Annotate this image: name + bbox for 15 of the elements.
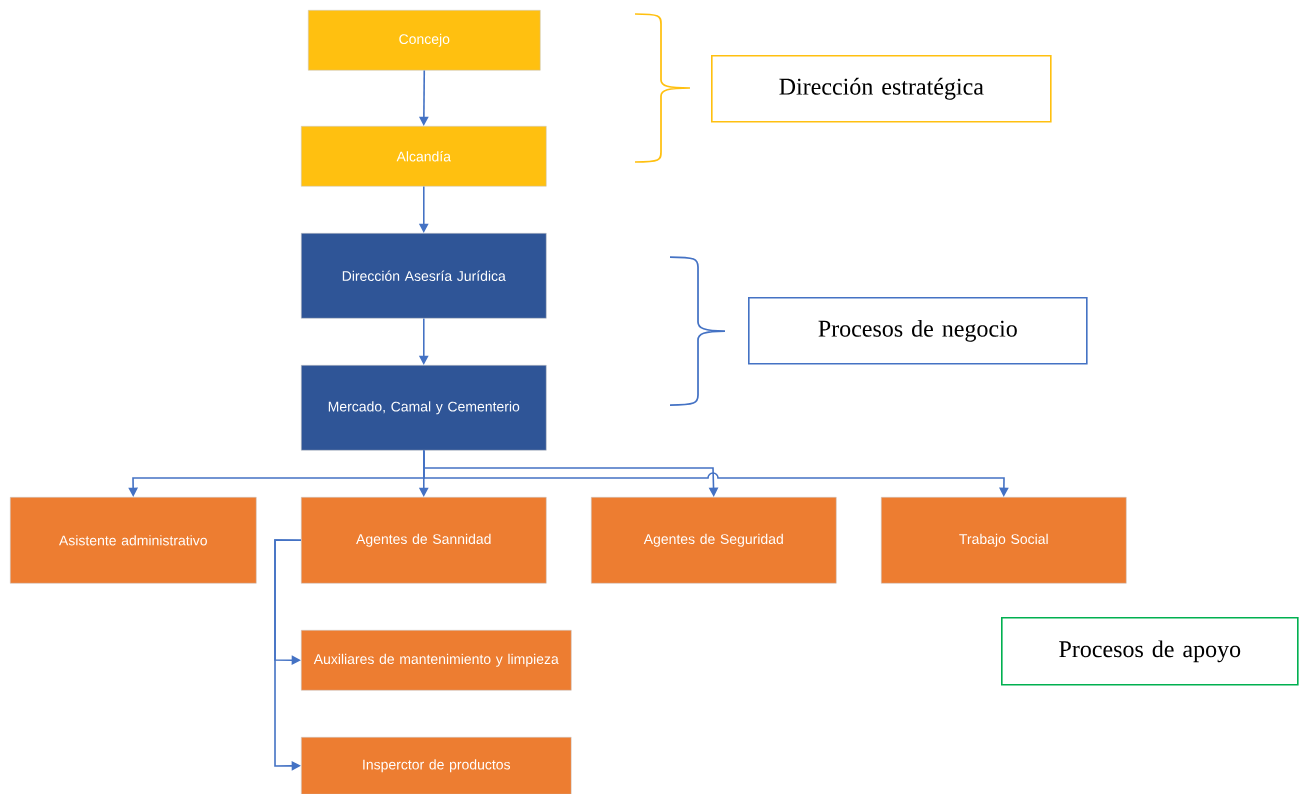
process-box: Auxiliares de mantenimiento y limpieza	[301, 630, 572, 691]
process-box: Alcandía	[301, 126, 547, 187]
process-box: Mercado, Camal y Cementerio	[301, 365, 547, 451]
category-label: Procesos de apoyo	[1001, 617, 1299, 686]
process-box: Concejo	[308, 10, 541, 71]
process-box: Asistente administrativo	[10, 497, 257, 584]
process-box: Dirección Asesría Jurídica	[301, 233, 547, 319]
process-box: Agentes de Sannidad	[301, 497, 547, 584]
category-label: Procesos de negocio	[748, 297, 1088, 365]
process-box: Trabajo Social	[881, 497, 1127, 584]
arrow	[422, 449, 1009, 497]
process-box: Agentes de Seguridad	[591, 497, 837, 584]
arrow	[274, 539, 302, 771]
category-label: Dirección estratégica	[711, 55, 1052, 123]
process-box: Insperctor de productos	[301, 737, 572, 794]
